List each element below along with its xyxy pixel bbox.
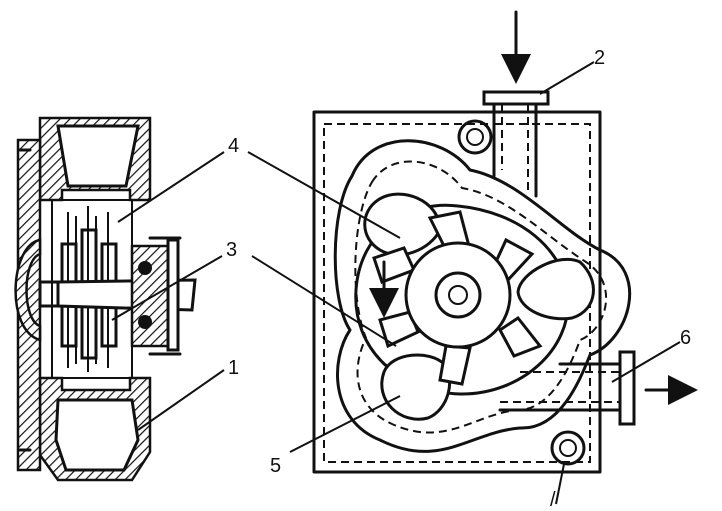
gland-plate [166,238,180,352]
seal-ring-top [138,261,152,275]
leader-lines [111,61,681,505]
lobed-casing-outer [333,139,632,453]
callout-7: / [550,489,556,511]
shaft-bore [448,285,468,305]
leader-2 [539,61,595,95]
callout-2: 2 [594,47,605,69]
mounting-bolt-bottom [550,430,586,466]
seal-ring-bottom [138,315,152,329]
leader-3-left [111,255,223,321]
callout-6: 6 [680,327,691,349]
leader-1 [137,369,225,431]
leader-5 [289,395,401,453]
leader-7 [555,463,565,505]
callout-1: 1 [228,357,239,379]
side-section-view [14,116,197,482]
impeller-vanes [363,192,595,421]
callout-4: 4 [228,135,239,157]
leader-4-left [117,151,225,223]
pump-housing [312,110,602,474]
rotor-hub [404,241,512,349]
callout-5: 5 [270,455,281,477]
leader-6 [611,341,681,383]
hub-boss [434,271,482,319]
seal-housing [130,244,170,348]
front-view [312,10,698,474]
callout-3: 3 [226,239,237,261]
mounting-bolt-top [457,119,493,155]
upper-cavity [56,124,140,188]
leader-3-right [251,255,397,347]
lobed-channel-dashed [354,160,607,434]
inlet-pipe [482,90,550,198]
outlet-pipe [498,350,636,426]
lower-cavity [54,398,140,472]
end-cover-dome [14,238,42,342]
leader-4-right [247,151,401,239]
